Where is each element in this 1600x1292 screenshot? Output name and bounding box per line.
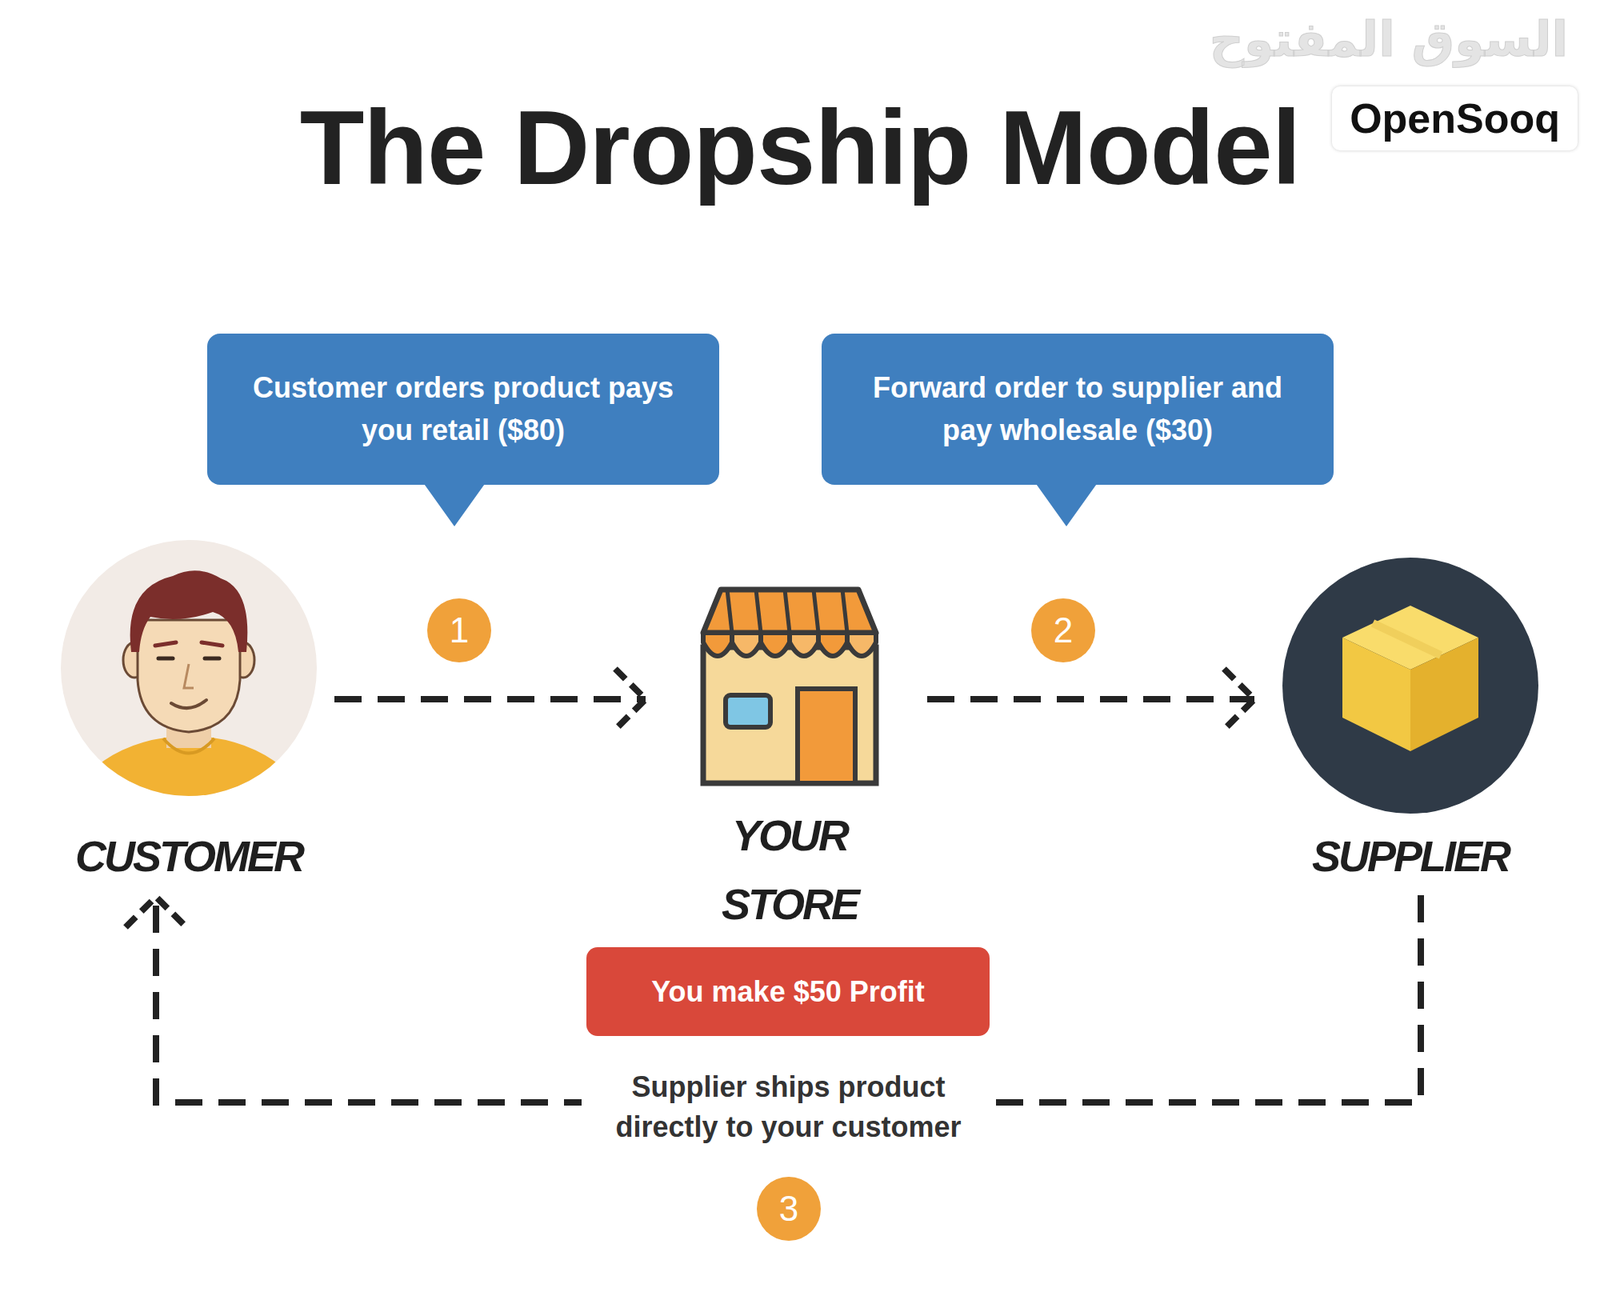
awning-top: [703, 589, 876, 633]
supplier-illustration: [1278, 557, 1543, 814]
watermark: السوق المفتوح: [1209, 11, 1568, 68]
smile: [171, 700, 207, 708]
connector-line: [927, 696, 1255, 703]
awning-scallop: [789, 632, 819, 656]
store-icon: [669, 584, 910, 790]
nose: [184, 664, 194, 688]
awning-stripe: [727, 589, 732, 633]
person-node: CUSTOMER: [60, 540, 317, 881]
arrow-head: [615, 668, 646, 730]
profit-text: You make $50 Profit: [651, 975, 924, 1009]
awning-scallop: [847, 632, 876, 656]
supplier-node: SUPPLIER: [1278, 557, 1543, 881]
node-heading: CUSTOMER: [60, 831, 317, 881]
brow-right: [201, 642, 223, 646]
face: [137, 620, 240, 732]
person: [68, 570, 309, 796]
store-door: [797, 688, 856, 784]
edge-label: Supplier ships product directly to your …: [581, 1064, 996, 1152]
awning-scallop: [732, 632, 761, 656]
callout-number: 2: [1031, 598, 1096, 663]
connector: [927, 668, 1255, 730]
callout-number: 1: [427, 598, 492, 663]
tail-shape: [1034, 481, 1099, 527]
brow-left: [155, 642, 176, 646]
connector-line: [334, 696, 646, 703]
callout-text: Forward order to supplier and pay wholes…: [853, 367, 1302, 451]
awning-scallop: [703, 632, 732, 656]
collar: [163, 738, 215, 754]
node-heading: YOUR STORE: [701, 800, 878, 939]
profit-box: You make $50 Profit: [586, 947, 990, 1036]
awning-stripe: [813, 589, 819, 633]
box-right: [1410, 637, 1479, 752]
callout-bubble: Customer orders product pays you retail …: [207, 333, 720, 485]
node-heading: SUPPLIER: [1278, 831, 1543, 881]
arrow-head: [1224, 668, 1255, 730]
awning-scallop: [818, 632, 848, 656]
store-node: YOUR STORE: [669, 584, 910, 939]
box-tape: [1372, 623, 1441, 656]
callout-tail: [1034, 481, 1099, 530]
store: [703, 589, 876, 784]
store-window: [725, 695, 771, 728]
tail-shape: [422, 481, 487, 527]
callout-text: Customer orders product pays you retail …: [239, 367, 688, 451]
callout-number: 3: [756, 1176, 821, 1241]
callout-tail: [422, 481, 487, 530]
supplier-circle: [1282, 557, 1539, 814]
customer-illustration: [60, 540, 317, 796]
awning-stripe: [784, 589, 790, 633]
callout-bubble: Forward order to supplier and pay wholes…: [821, 333, 1334, 485]
awning-scallop: [760, 632, 790, 656]
box-left: [1342, 637, 1411, 752]
awning-stripe: [842, 589, 848, 633]
watermark-brand: OpenSooq: [1332, 86, 1578, 151]
arrow-head: [125, 896, 187, 928]
eye-left: [158, 656, 173, 661]
connector: [334, 668, 646, 730]
eye-right: [204, 656, 220, 661]
hair: [130, 570, 248, 652]
store-body: [703, 647, 876, 784]
awning-stripe: [756, 589, 761, 633]
